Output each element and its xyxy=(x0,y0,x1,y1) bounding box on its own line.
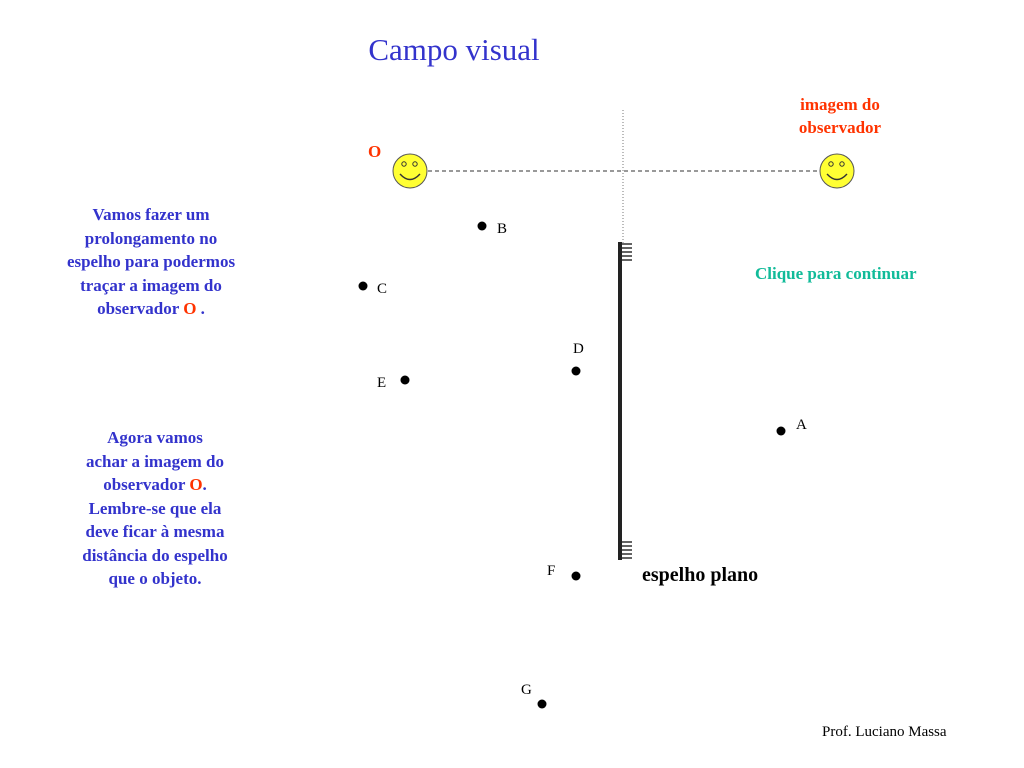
point-e-label: E xyxy=(377,375,387,391)
observer-image-smiley-icon xyxy=(819,153,855,189)
point-b-label: B xyxy=(497,221,508,237)
author-credit: Prof. Luciano Massa xyxy=(822,724,947,740)
mirror-label: espelho plano xyxy=(642,564,759,586)
instruction-line: deve ficar à mesma xyxy=(85,522,225,541)
continue-link[interactable]: Clique para continuar xyxy=(755,264,917,283)
observer-image-label-line2: observador xyxy=(798,118,882,137)
mirror-top-hatch xyxy=(622,243,632,261)
point-b-dot xyxy=(477,221,487,231)
instruction-line: traçar a imagem do xyxy=(80,275,222,295)
instruction-line: distância do espelho xyxy=(82,545,228,565)
point-g-label: G xyxy=(521,682,532,698)
instruction-line: Agora vamos xyxy=(107,428,203,447)
instruction-prolong-mirror: Vamos fazer um prolongamento no espelho … xyxy=(40,203,262,321)
observer-image-label: imagem do observador xyxy=(770,93,910,139)
instruction-line: achar a imagem do xyxy=(85,451,225,471)
mirror-bar xyxy=(618,242,622,560)
observer-highlight: O xyxy=(189,475,203,494)
point-e-dot xyxy=(400,375,410,385)
instruction-line: observador O. xyxy=(44,473,266,497)
instruction-text: observador xyxy=(97,299,184,318)
point-c-dot xyxy=(358,281,368,291)
instruction-text: . xyxy=(196,299,205,318)
point-d-dot xyxy=(571,366,581,376)
instruction-line: observador O . xyxy=(40,297,262,321)
observer-label: O xyxy=(368,142,382,161)
mirror-bottom-hatch xyxy=(622,541,632,559)
point-c-label: C xyxy=(377,281,388,297)
point-d-label: D xyxy=(573,341,584,357)
point-a-label: A xyxy=(796,417,807,433)
instruction-find-image: Agora vamos achar a imagem do observador… xyxy=(44,426,266,591)
observer-highlight: O xyxy=(183,299,197,318)
instruction-line: Vamos fazer um xyxy=(92,205,210,224)
instruction-line: que o objeto. xyxy=(108,569,202,588)
instruction-line: prolongamento no xyxy=(84,228,218,248)
slide-title: Campo visual xyxy=(368,32,540,67)
instruction-text: observador xyxy=(103,475,190,494)
point-f-dot xyxy=(571,571,581,581)
point-g-dot xyxy=(537,699,547,709)
plane-mirror xyxy=(618,242,632,560)
instruction-text: . xyxy=(202,475,207,494)
instruction-line: espelho para podermos xyxy=(66,252,236,271)
observer-smiley-icon xyxy=(392,153,428,189)
instruction-line: Lembre-se que ela xyxy=(88,498,222,518)
observer-image-label-line1: imagem do xyxy=(800,95,880,114)
point-a-dot xyxy=(776,426,786,436)
point-f-label: F xyxy=(547,563,556,579)
